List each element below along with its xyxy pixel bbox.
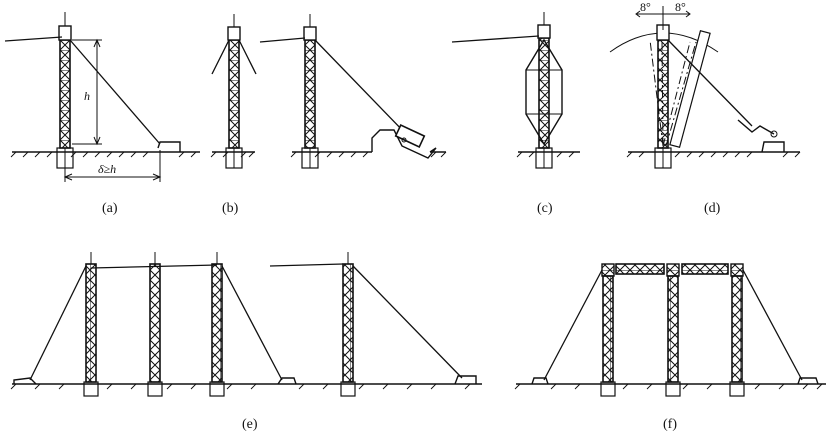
angle-left-label: 8°: [640, 0, 651, 14]
caption-c: (c): [537, 201, 553, 216]
caption-e: (e): [242, 417, 258, 432]
lattice-mast: [209, 252, 225, 397]
lattice-mast: [600, 263, 616, 397]
lattice-mast: [340, 252, 356, 397]
ground-anchor: [454, 375, 477, 385]
horizontal-truss: [681, 263, 729, 275]
lattice-mast: [228, 39, 240, 149]
mast-top: [537, 24, 551, 39]
guy-wire: [543, 269, 603, 381]
ground-anchor: [157, 141, 181, 152]
caption-b: (b): [222, 201, 239, 216]
height-label: h: [84, 89, 90, 103]
lattice-mast: [304, 39, 316, 149]
mast-top: [227, 26, 241, 41]
tilted-mast: [669, 29, 711, 149]
guy-wire: [742, 269, 803, 381]
lattice-mast: [538, 37, 550, 149]
panel-b-winch: [259, 14, 447, 169]
panel-c: (c): [451, 12, 580, 216]
panel-f: (f): [514, 263, 826, 432]
lattice-mast: [147, 252, 163, 397]
winch: [394, 124, 426, 148]
horizontal-truss: [615, 263, 665, 275]
lattice-mast: [59, 39, 71, 149]
mast-top: [303, 26, 317, 41]
winch-pit: [371, 129, 437, 159]
lattice-mast: [665, 263, 681, 397]
ground-anchor: [277, 377, 297, 385]
panel-d: 8° 8° (d): [609, 0, 801, 216]
panel-a: h δ≥h (a): [4, 12, 200, 216]
caption-f: (f): [663, 417, 677, 432]
guy-wire: [667, 39, 753, 127]
guy-wire: [69, 39, 161, 145]
panel-e: (e): [10, 252, 482, 432]
guy-wire: [352, 265, 463, 379]
caption-a: (a): [102, 201, 118, 216]
guy-wire: [259, 37, 306, 43]
guy-wire: [451, 35, 540, 43]
guy-wire: [314, 39, 409, 137]
ground-anchor: [797, 377, 819, 385]
angle-right-label: 8°: [675, 0, 686, 14]
guy-wire: [238, 39, 257, 75]
winch-arm: [737, 119, 775, 135]
guy-wire: [211, 39, 230, 75]
lattice-mast: [657, 39, 669, 149]
lattice-mast: [83, 252, 99, 397]
guy-wire: [269, 263, 344, 267]
panel-b: (b): [210, 14, 257, 216]
ground-anchor: [531, 377, 549, 385]
caption-d: (d): [704, 201, 721, 216]
lattice-mast: [729, 263, 745, 397]
ground-anchor: [761, 141, 785, 153]
guy-wire: [221, 265, 283, 381]
guy-wire: [29, 265, 87, 381]
connecting-cable: [90, 264, 218, 269]
mast-top: [58, 25, 72, 41]
distance-label: δ≥h: [98, 162, 116, 176]
ground-anchor: [13, 377, 37, 385]
guy-wire: [4, 36, 63, 42]
